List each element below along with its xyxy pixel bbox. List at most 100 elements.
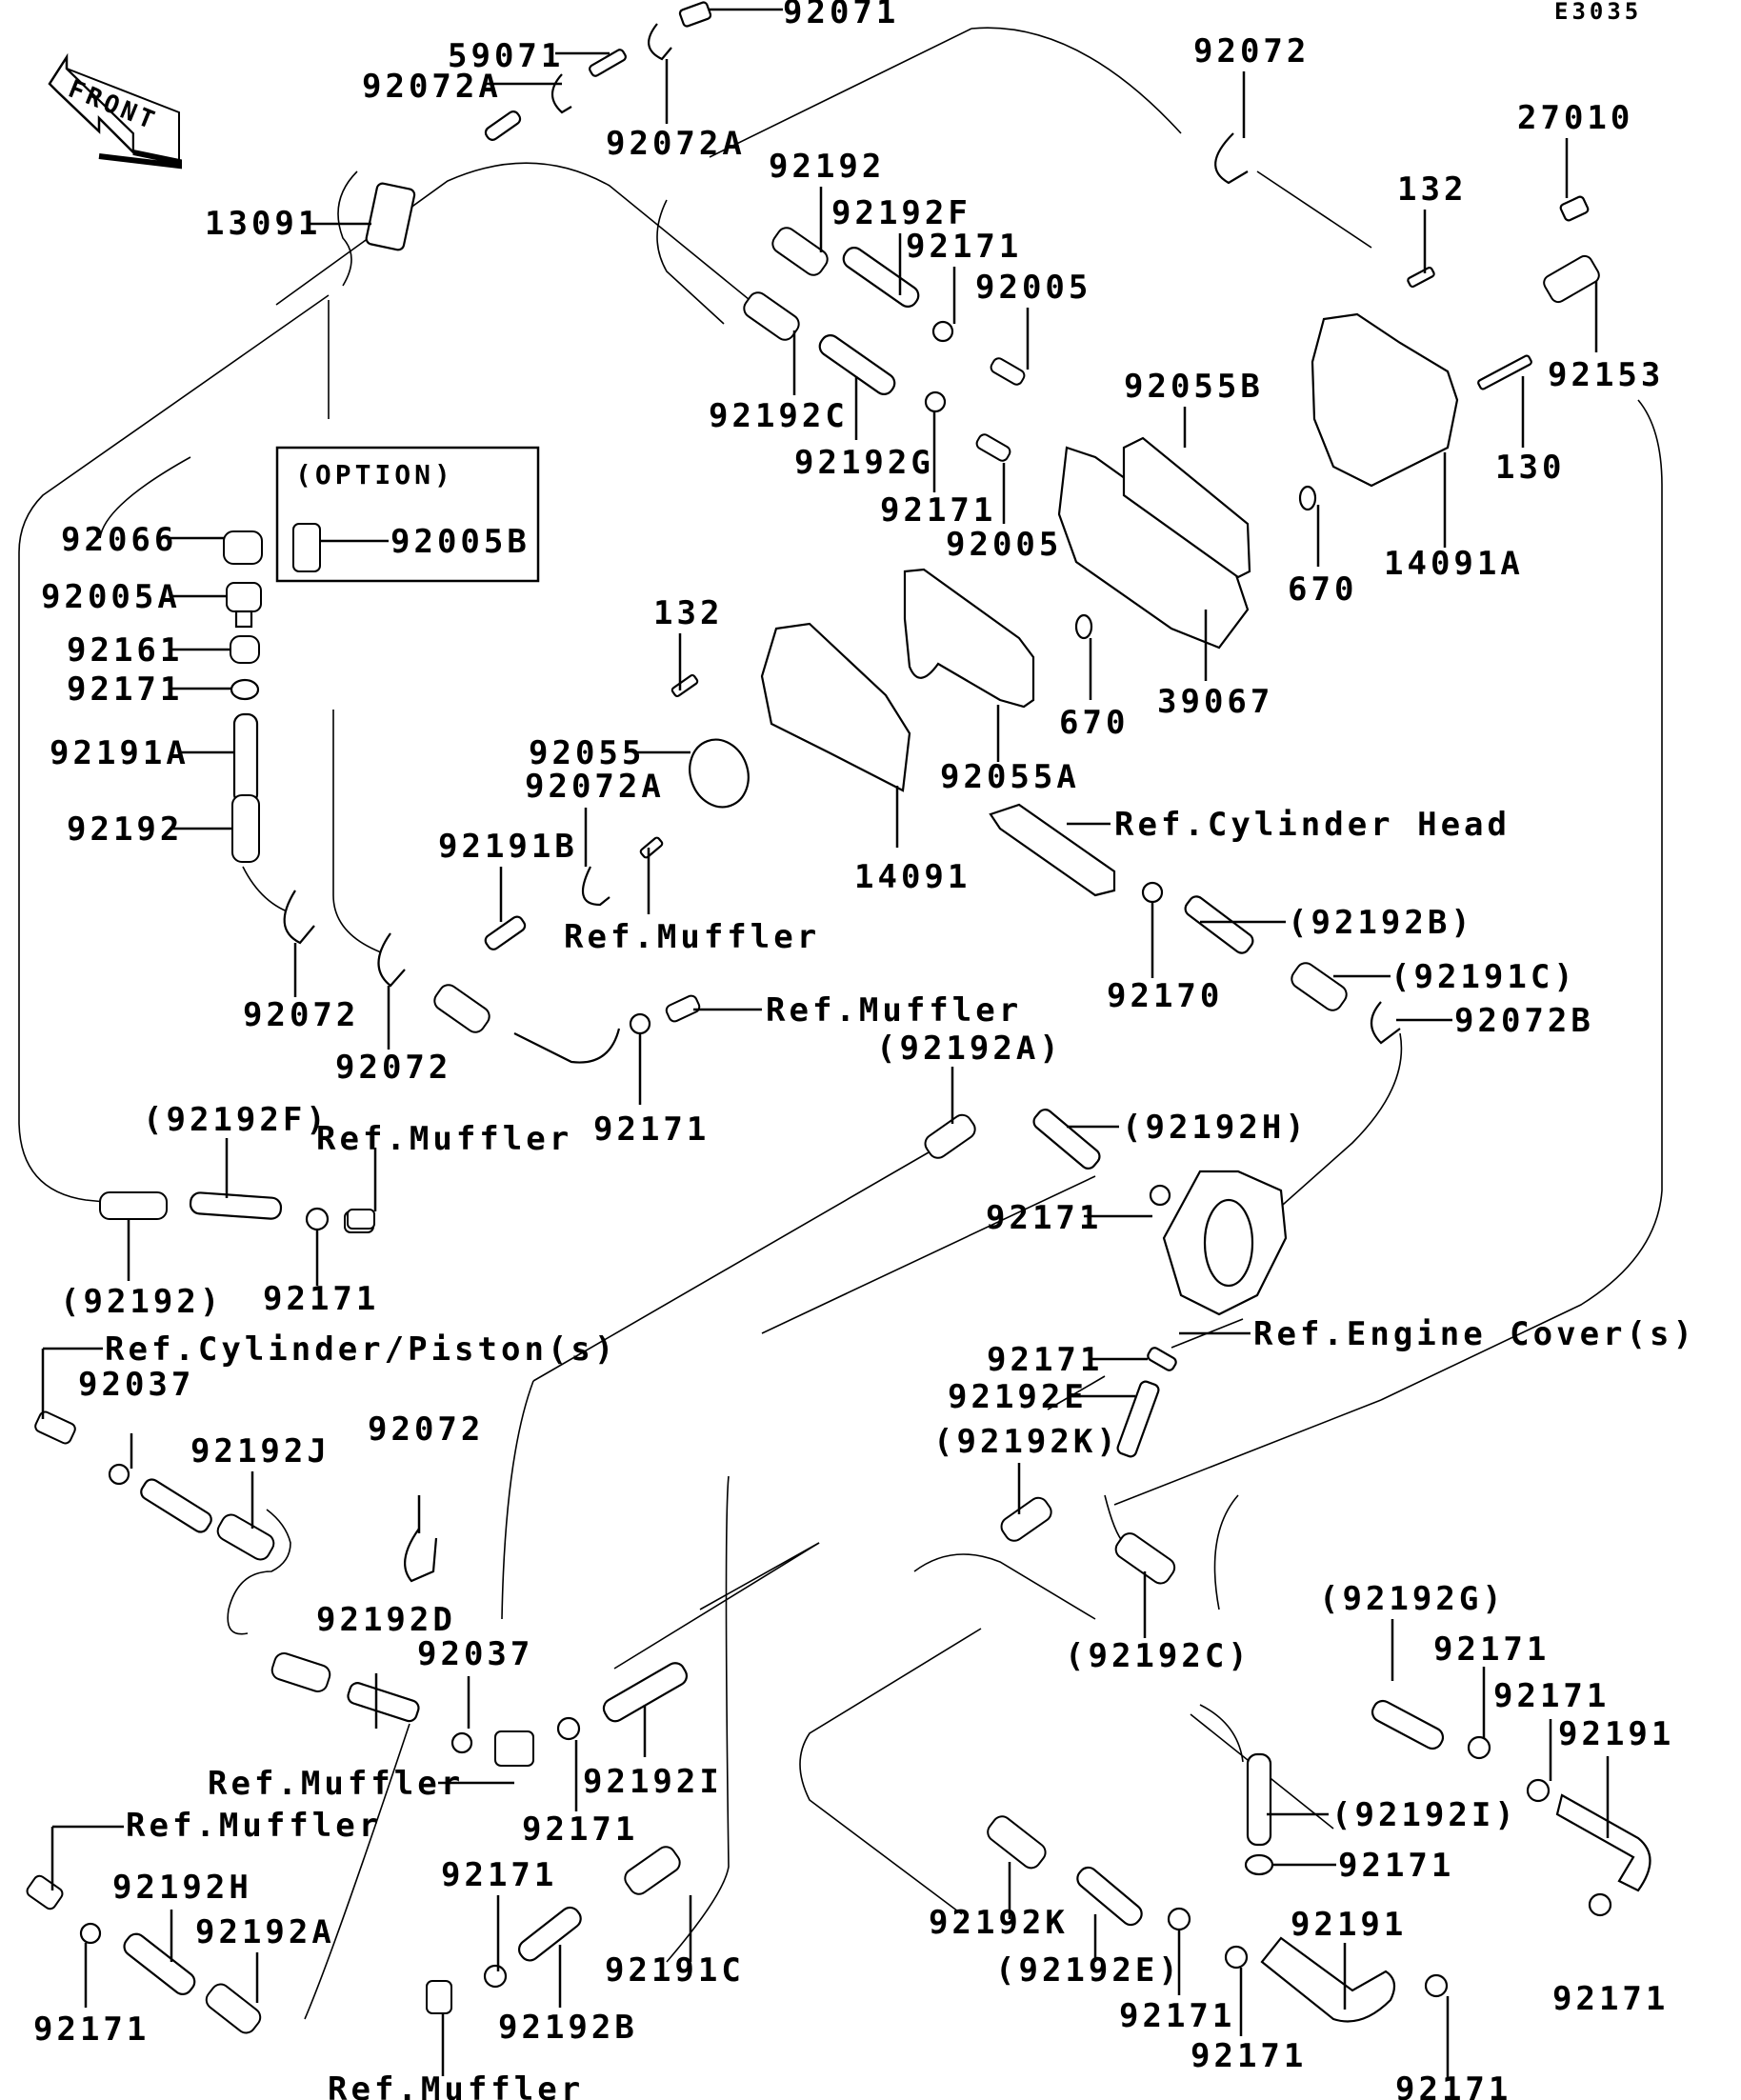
callout-label: 92191C	[605, 1951, 745, 1990]
callout-label: 92192A	[195, 1913, 335, 1951]
hose-icon	[1116, 1380, 1160, 1458]
fitting-92005-icon	[975, 433, 1011, 462]
hose-icon	[1246, 1752, 1272, 1847]
hose-icon	[602, 1662, 689, 1723]
hose-icon	[484, 915, 527, 950]
pin-59071-icon	[589, 49, 627, 77]
callout-label: 14091	[854, 858, 971, 896]
leader-lines	[41, 8, 1610, 2081]
callout-label: 92072	[335, 1049, 451, 1087]
hose-icon	[232, 712, 259, 806]
clip-icon	[404, 1528, 438, 1583]
clamp-icon	[931, 320, 954, 343]
callout-labels: 92071 59071 92072A 92072A 13091 92072 27…	[33, 0, 1696, 2100]
callout-label: 92072	[368, 1410, 484, 1449]
callout-label: 92055B	[1124, 368, 1264, 406]
callout-label: 92192H	[112, 1869, 252, 1907]
hose-icon	[347, 1682, 420, 1723]
bolt-130-icon	[1477, 354, 1532, 390]
callout-label: 670	[1288, 570, 1357, 609]
hose-icon	[518, 1906, 582, 1962]
callout-label: 92192F	[831, 194, 971, 232]
hose-icon	[1076, 1866, 1143, 1927]
callout-label: 92192B	[498, 2009, 638, 2047]
callout-label: Ref.Muffler	[316, 1120, 572, 1158]
callout-label: 92191	[1291, 1906, 1407, 1944]
clamp-icon	[556, 1716, 581, 1741]
callout-label: 92171	[1395, 2070, 1511, 2100]
clamp-icon	[305, 1207, 330, 1231]
gasket-92055A-icon	[903, 568, 1035, 709]
plug-92066-icon	[223, 530, 263, 565]
spring-icon	[624, 1846, 681, 1895]
fitting-92005-icon	[990, 357, 1026, 386]
callout-label: 132	[1397, 170, 1467, 209]
spring-icon	[216, 1513, 275, 1561]
hose-icon	[189, 1191, 283, 1220]
spring-icon	[99, 1191, 168, 1220]
callout-label: (92192I)	[1331, 1796, 1518, 1834]
spring-icon	[205, 1983, 262, 2034]
clamp-icon	[924, 390, 947, 413]
callout-label: 132	[653, 594, 723, 632]
callout-label: 92171	[1493, 1677, 1610, 1715]
callout-label: 92171	[522, 1810, 638, 1849]
clamp-icon	[450, 1731, 473, 1754]
cover-14091A-icon	[1311, 312, 1459, 488]
clamp-icon	[1244, 1853, 1274, 1876]
bolt-132-icon	[670, 673, 699, 698]
clamp-icon	[1224, 1945, 1249, 1970]
hose-routing-lines	[18, 27, 1663, 2020]
fitting-icon	[34, 1410, 76, 1445]
callout-label: 92171	[1119, 1997, 1235, 2035]
callout-label: 92170	[1107, 977, 1223, 1015]
hose-icon	[1555, 1793, 1651, 1892]
callout-label: (92192B)	[1288, 904, 1474, 942]
hose-icon	[1260, 1936, 1396, 2023]
clamp-icon	[1588, 1892, 1612, 1917]
callout-label: 92192E	[948, 1378, 1088, 1416]
parts	[26, 1, 1651, 2034]
callout-label: 92171	[1433, 1630, 1550, 1669]
callout-label: Ref.Muffler	[766, 991, 1022, 1030]
fitting-92005A-icon	[226, 582, 262, 629]
callout-label: 92171	[263, 1280, 379, 1318]
callout-label: 92171	[67, 670, 183, 709]
hose-icon	[1032, 1109, 1101, 1170]
clip-icon	[1214, 132, 1249, 185]
spring-icon	[433, 984, 490, 1033]
callout-label: 92005	[946, 526, 1062, 564]
callout-label: (92192K)	[933, 1423, 1120, 1461]
fitting-icon	[347, 1209, 375, 1230]
callout-label: 92055A	[940, 758, 1080, 796]
spring-icon	[987, 1815, 1047, 1870]
spring-icon	[924, 1113, 976, 1159]
spring-icon	[1000, 1496, 1052, 1542]
spring-icon	[1114, 1532, 1176, 1585]
o-ring-icon	[1298, 485, 1317, 511]
hose-icon	[818, 334, 896, 395]
plate-14091-icon	[760, 622, 911, 792]
callout-label: 92072	[243, 996, 359, 1034]
fitting-92071-icon	[678, 1, 712, 28]
spring-icon	[1291, 962, 1348, 1011]
callout-label: Ref.Cylinder/Piston(s)	[105, 1330, 617, 1369]
bolt-132-icon	[1407, 266, 1435, 289]
callout-label: 92005A	[41, 578, 181, 616]
hose-icon	[140, 1478, 212, 1533]
callout-label: 92192K	[929, 1904, 1069, 1942]
callout-label: 92191A	[50, 734, 190, 772]
clamp-icon	[79, 1922, 102, 1945]
callout-label: Ref.Engine Cover(s)	[1253, 1315, 1696, 1353]
fitting-92005B-icon	[292, 523, 321, 572]
callout-label: (92192H)	[1122, 1109, 1309, 1147]
callout-label: 92192C	[709, 397, 849, 435]
callout-label: 92171	[906, 228, 1022, 266]
callout-label: 92171	[1191, 2037, 1307, 2075]
callout-label: (92191C)	[1391, 958, 1577, 996]
callout-label: 92192I	[583, 1763, 723, 1801]
callout-label: 92171	[33, 2010, 150, 2049]
callout-label: 92171	[441, 1856, 557, 1894]
hose-icon	[1147, 1347, 1177, 1371]
